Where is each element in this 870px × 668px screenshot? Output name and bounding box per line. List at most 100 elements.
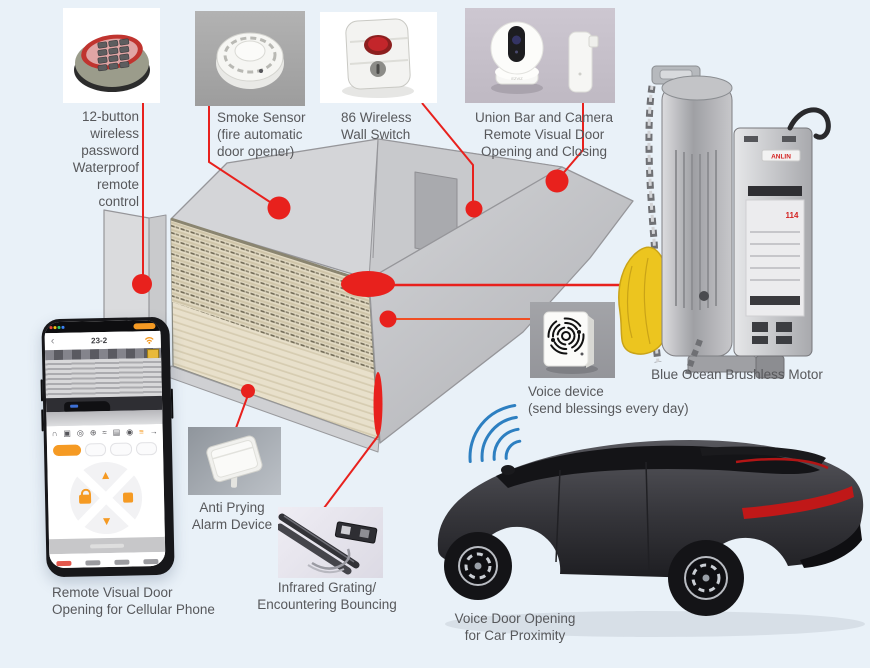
infrared-grating-drawing (278, 513, 378, 575)
camera-live-view (44, 347, 163, 427)
anti-prying-caption: Anti Prying Alarm Device (182, 499, 282, 533)
dpad-area: ▲ ▼ (47, 456, 165, 539)
voice-device-photo (530, 302, 615, 378)
close-door-arrow-icon[interactable]: ▼ (100, 513, 113, 528)
garage-drawing (103, 138, 634, 453)
wall-switch-drawing (342, 18, 414, 98)
voice-caption: Voice device (send blessings every day) (528, 383, 708, 417)
preset-button-active[interactable] (52, 444, 81, 456)
caption-line: password (81, 143, 139, 158)
infrared-connector-line (320, 435, 379, 513)
wall-switch-dot (465, 200, 483, 218)
anti-prying-photo (188, 427, 281, 495)
caption-line: for Car Proximity (464, 628, 566, 643)
phone-caption: Remote Visual Door Opening for Cellular … (52, 584, 242, 618)
caption-line: Opening for Cellular Phone (52, 602, 215, 617)
caption-line: Smoke Sensor (217, 110, 306, 125)
wall-switch-caption: 86 Wireless Wall Switch (341, 109, 431, 143)
caption-line: Blue Ocean Brushless Motor (651, 367, 823, 382)
infrared-grating-photo (278, 507, 383, 578)
toolbar-icon[interactable]: ▣ (63, 428, 72, 438)
app-header: ‹ 23-2 (44, 330, 161, 351)
car-greenhouse (496, 445, 820, 488)
caption-line: Voice device (528, 384, 604, 399)
status-pill (133, 322, 156, 329)
location-dots (132, 169, 569, 436)
caption-line: 86 Wireless (341, 110, 412, 125)
garage-right-wall (368, 166, 634, 444)
smoke-caption: Smoke Sensor (fire automatic door opener… (217, 109, 327, 160)
smoke-sensor-drawing (216, 32, 284, 89)
caption-line: (fire automatic (217, 127, 303, 142)
caption-line: Voice Door Opening (454, 611, 576, 626)
open-door-arrow-icon[interactable]: ▲ (99, 467, 112, 482)
caption-line: Infrared Grating/ (277, 580, 377, 595)
caption-line: Opening and Closing (480, 144, 608, 159)
tab-settings[interactable] (143, 558, 159, 564)
toolbar-icon[interactable]: ◉ (126, 426, 134, 437)
caption-line: Anti Prying (199, 500, 265, 515)
phone-volume-button (40, 379, 44, 402)
lock-icon[interactable] (78, 494, 92, 504)
anti-prying-dot (241, 384, 255, 398)
camera-dot (545, 169, 569, 193)
car-taillight-strip (742, 486, 854, 519)
car-rear-wheel (668, 540, 744, 616)
stop-button-icon[interactable] (122, 491, 134, 503)
garage-roller-door-texture (171, 219, 374, 372)
infrared-strip-dot (373, 372, 383, 436)
phone-screen: ‹ 23-2 ∩ ▣ ◎ ⊕ ≈ ▤ ◉ ≡ → (44, 319, 166, 569)
preset-button[interactable] (110, 442, 132, 456)
keypad-device-drawing (74, 34, 150, 92)
caption-line: wireless (90, 126, 139, 141)
roller-shutter-view (45, 357, 162, 399)
caption-line: Wall Switch (341, 127, 411, 142)
motor-dot (341, 271, 395, 297)
keypad-photo (63, 8, 160, 103)
smartphone: ‹ 23-2 ∩ ▣ ◎ ⊕ ≈ ▤ ◉ ≡ → (40, 316, 175, 578)
keypad-dot (132, 274, 152, 294)
toolbar-icon[interactable]: ≈ (102, 427, 107, 437)
camera-connector-line (559, 103, 584, 178)
toolbar-icon[interactable]: → (149, 426, 158, 436)
proximity-waves-icon (468, 404, 522, 463)
caption-line: Union Bar and Camera (474, 110, 614, 125)
caption-line: control (98, 194, 139, 209)
wall-switch-photo (320, 12, 437, 103)
toolbar-icon[interactable]: ▤ (112, 427, 121, 437)
infrared-caption: Infrared Grating/ Encountering Bouncing (242, 579, 412, 613)
toolbar-icon-active[interactable]: ≡ (138, 426, 144, 436)
caption-line: (send blessings every day) (528, 401, 689, 416)
svg-text:ANLIN: ANLIN (771, 154, 791, 161)
wifi-icon[interactable] (144, 335, 155, 344)
car-illustration (437, 440, 865, 637)
camera-photo: EZVIZ (465, 8, 615, 103)
caption-line: Remote Visual Door (52, 585, 173, 600)
toolbar-icon[interactable]: ∩ (51, 428, 58, 438)
phone-tab-bar (49, 551, 166, 569)
tab-scenes[interactable] (85, 559, 101, 565)
anti-prying-drawing (206, 435, 263, 488)
back-icon[interactable]: ‹ (50, 335, 55, 348)
toolbar-icon[interactable]: ◎ (76, 428, 84, 438)
caption-line: Remote Visual Door (483, 127, 605, 142)
tab-logs[interactable] (114, 559, 130, 565)
status-icons (49, 326, 65, 329)
driveway-view (46, 409, 163, 427)
preset-button[interactable] (84, 442, 107, 456)
camera-caption: Union Bar and Camera Remote Visual Door … (462, 109, 626, 160)
caption-line: Waterproof (72, 160, 139, 175)
voice-device-drawing (543, 311, 598, 374)
preset-button[interactable] (135, 441, 158, 455)
smoke-dot (267, 196, 291, 220)
keypad-caption: 12-button wireless password Waterproof r… (40, 108, 139, 210)
door-control-dpad[interactable]: ▲ ▼ (68, 459, 144, 536)
smoke-sensor-photo (195, 11, 305, 106)
svg-text:114: 114 (786, 211, 799, 220)
wall-switch-connector-line (421, 102, 474, 202)
toolbar-icon[interactable]: ⊕ (89, 427, 97, 437)
tab-home[interactable] (56, 560, 72, 566)
caption-line: Encountering Bouncing (257, 597, 397, 612)
camera-drawing: EZVIZ (490, 21, 599, 94)
